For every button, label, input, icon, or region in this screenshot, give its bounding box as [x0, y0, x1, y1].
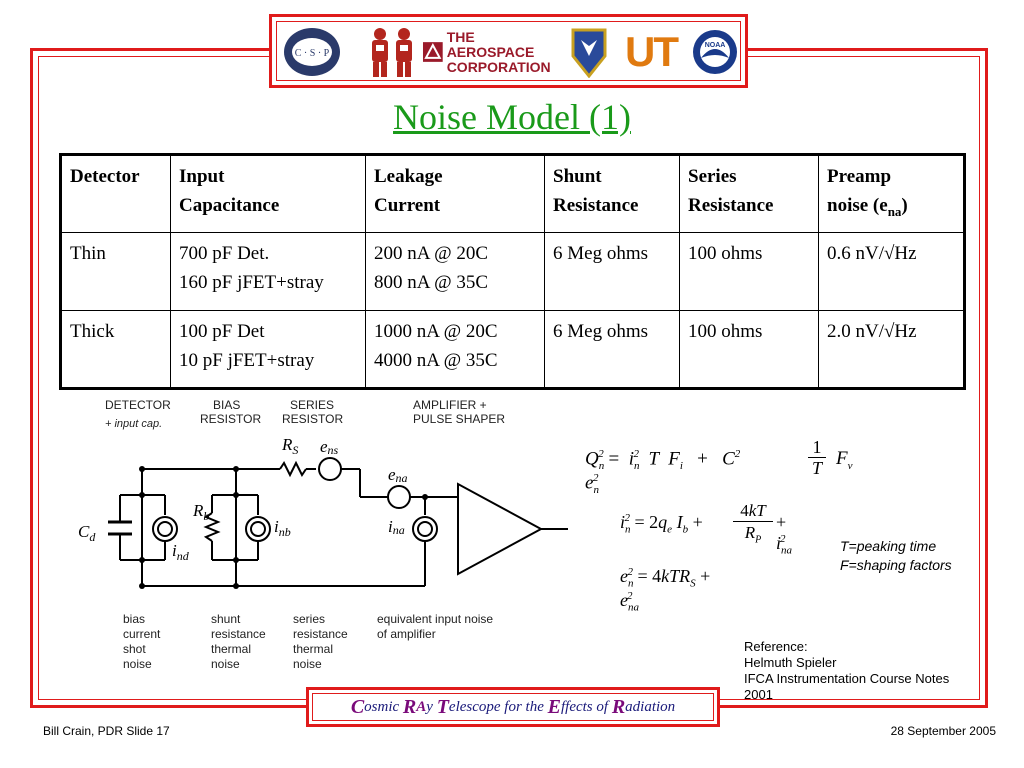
- reference-block: Reference: Helmuth Spieler IFCA Instrume…: [744, 639, 950, 702]
- svg-text:ina: ina: [388, 517, 405, 537]
- note-t-definition: T=peaking time: [840, 538, 937, 554]
- label-series: SERIES: [290, 398, 335, 412]
- note-f-definition: F=shaping factors: [840, 557, 952, 573]
- formula-total-noise-charge: Qn2 = in2 T Fi + C2 en2: [585, 448, 746, 497]
- header-detector: Detector: [60, 154, 171, 233]
- formula-current-noise: in2 = 2qe Ib +: [620, 512, 703, 536]
- noaa-logo: NOAA: [690, 25, 740, 79]
- label-amplifier: AMPLIFIER +: [413, 398, 487, 412]
- formula-voltage-noise: en2 = 4kTRS + ena2: [620, 566, 711, 614]
- slide-title: Noise Model (1): [393, 97, 631, 137]
- aerospace-line2: CORPORATION: [446, 58, 551, 75]
- cell-shunt-resistance: 6 Meg ohms: [544, 231, 680, 311]
- label-bias-resistor: RESISTOR: [200, 412, 262, 426]
- note-definitions: T=peaking time F=shaping factors: [840, 537, 952, 575]
- svg-text:ind: ind: [172, 541, 190, 563]
- svg-text:ena: ena: [388, 465, 408, 485]
- ut-logo: UT: [616, 25, 686, 79]
- cell-input-capacitance: 700 pF Det.160 pF jFET+stray: [170, 231, 366, 311]
- svg-text:Rb: Rb: [192, 501, 209, 523]
- air-force-shield-logo: [568, 25, 610, 79]
- cell-preamp-noise: 0.6 nV/√Hz: [818, 231, 965, 311]
- formula-4kt-over-rp: 4kT RP: [733, 500, 773, 550]
- cell-preamp-noise: 2.0 nV/√Hz: [818, 309, 965, 389]
- svg-text:ens: ens: [320, 437, 339, 457]
- formula-one-over-t: 1 T: [808, 437, 826, 478]
- footer-author-slide: Bill Crain, PDR Slide 17: [43, 724, 170, 738]
- noaa-logo-text: NOAA: [705, 42, 726, 49]
- aerospace-line1: THE AEROSPACE: [446, 28, 535, 60]
- svg-text:Cd: Cd: [78, 522, 96, 544]
- formula-fv: Fv: [836, 448, 853, 472]
- label-input-cap: + input cap.: [105, 418, 163, 430]
- svg-text:inb: inb: [274, 517, 291, 539]
- label-detector: DETECTOR: [105, 398, 171, 412]
- logo-strip: C · S · P THE AEROSPACE CORPORATION: [269, 14, 748, 88]
- cell-shunt-resistance: 6 Meg ohms: [544, 309, 680, 389]
- ut-logo-text: UT: [625, 28, 679, 75]
- csp-logo: C · S · P: [282, 25, 342, 79]
- label-series-resistor: RESISTOR: [282, 412, 344, 426]
- astronauts-logo: [364, 25, 420, 79]
- aerospace-logo: THE AEROSPACE CORPORATION: [422, 25, 564, 79]
- aerospace-emblem-icon: [422, 42, 443, 62]
- footer-date: 28 September 2005: [890, 724, 996, 738]
- cell-series-resistance: 100 ohms: [679, 309, 819, 389]
- csp-logo-text: C · S · P: [295, 48, 330, 59]
- label-pulse-shaper: PULSE SHAPER: [413, 412, 506, 426]
- svg-text:RS: RS: [281, 435, 298, 457]
- formula-ina-term: + ina2: [776, 512, 793, 557]
- label-bias: BIAS: [213, 398, 241, 412]
- cell-detector: Thick: [60, 309, 171, 389]
